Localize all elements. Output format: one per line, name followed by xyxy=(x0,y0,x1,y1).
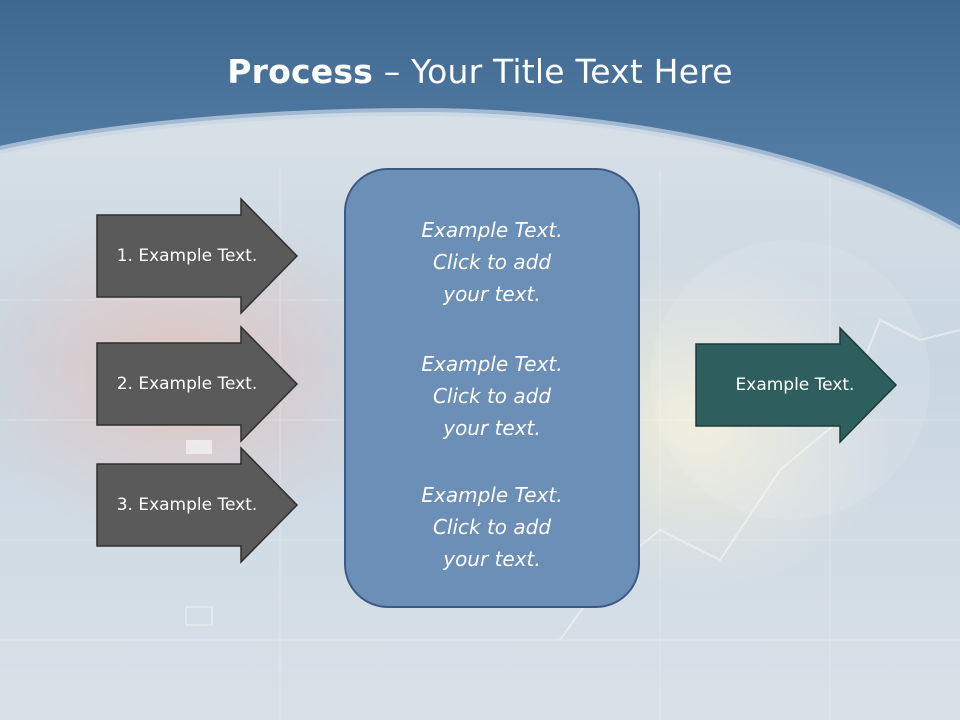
block-line: your text. xyxy=(443,547,541,571)
block-line: Click to add xyxy=(432,515,552,539)
slide-title[interactable]: Process – Your Title Text Here xyxy=(0,52,960,91)
left-arrow-label: 1. Example Text. xyxy=(116,246,258,266)
left-arrow-1[interactable]: 1. Example Text. xyxy=(96,197,299,315)
left-arrow-3[interactable]: 3. Example Text. xyxy=(96,446,299,564)
block-line: Click to add xyxy=(432,250,552,274)
right-arrow-label: Example Text. xyxy=(735,375,855,395)
arrow-shape xyxy=(96,197,299,315)
center-text-box[interactable]: Example Text. Click to add your text. Ex… xyxy=(344,168,640,608)
block-line: Example Text. xyxy=(421,352,563,376)
block-line: Example Text. xyxy=(421,483,563,507)
block-line: your text. xyxy=(443,282,541,306)
right-arrow[interactable]: Example Text. xyxy=(695,326,898,444)
center-text-block-2: Example Text. Click to add your text. xyxy=(346,348,638,444)
arrow-shape xyxy=(96,325,299,443)
block-line: your text. xyxy=(443,416,541,440)
block-line: Click to add xyxy=(432,384,552,408)
left-arrow-2[interactable]: 2. Example Text. xyxy=(96,325,299,443)
center-text-block-1: Example Text. Click to add your text. xyxy=(346,214,638,310)
arrow-shape xyxy=(96,446,299,564)
title-bold: Process xyxy=(227,52,374,91)
arrow-shape xyxy=(695,326,898,444)
block-line: Example Text. xyxy=(421,218,563,242)
title-rest: – Your Title Text Here xyxy=(373,52,733,91)
left-arrow-label: 2. Example Text. xyxy=(116,374,258,394)
left-arrow-label: 3. Example Text. xyxy=(116,495,258,515)
center-text-block-3: Example Text. Click to add your text. xyxy=(346,479,638,575)
